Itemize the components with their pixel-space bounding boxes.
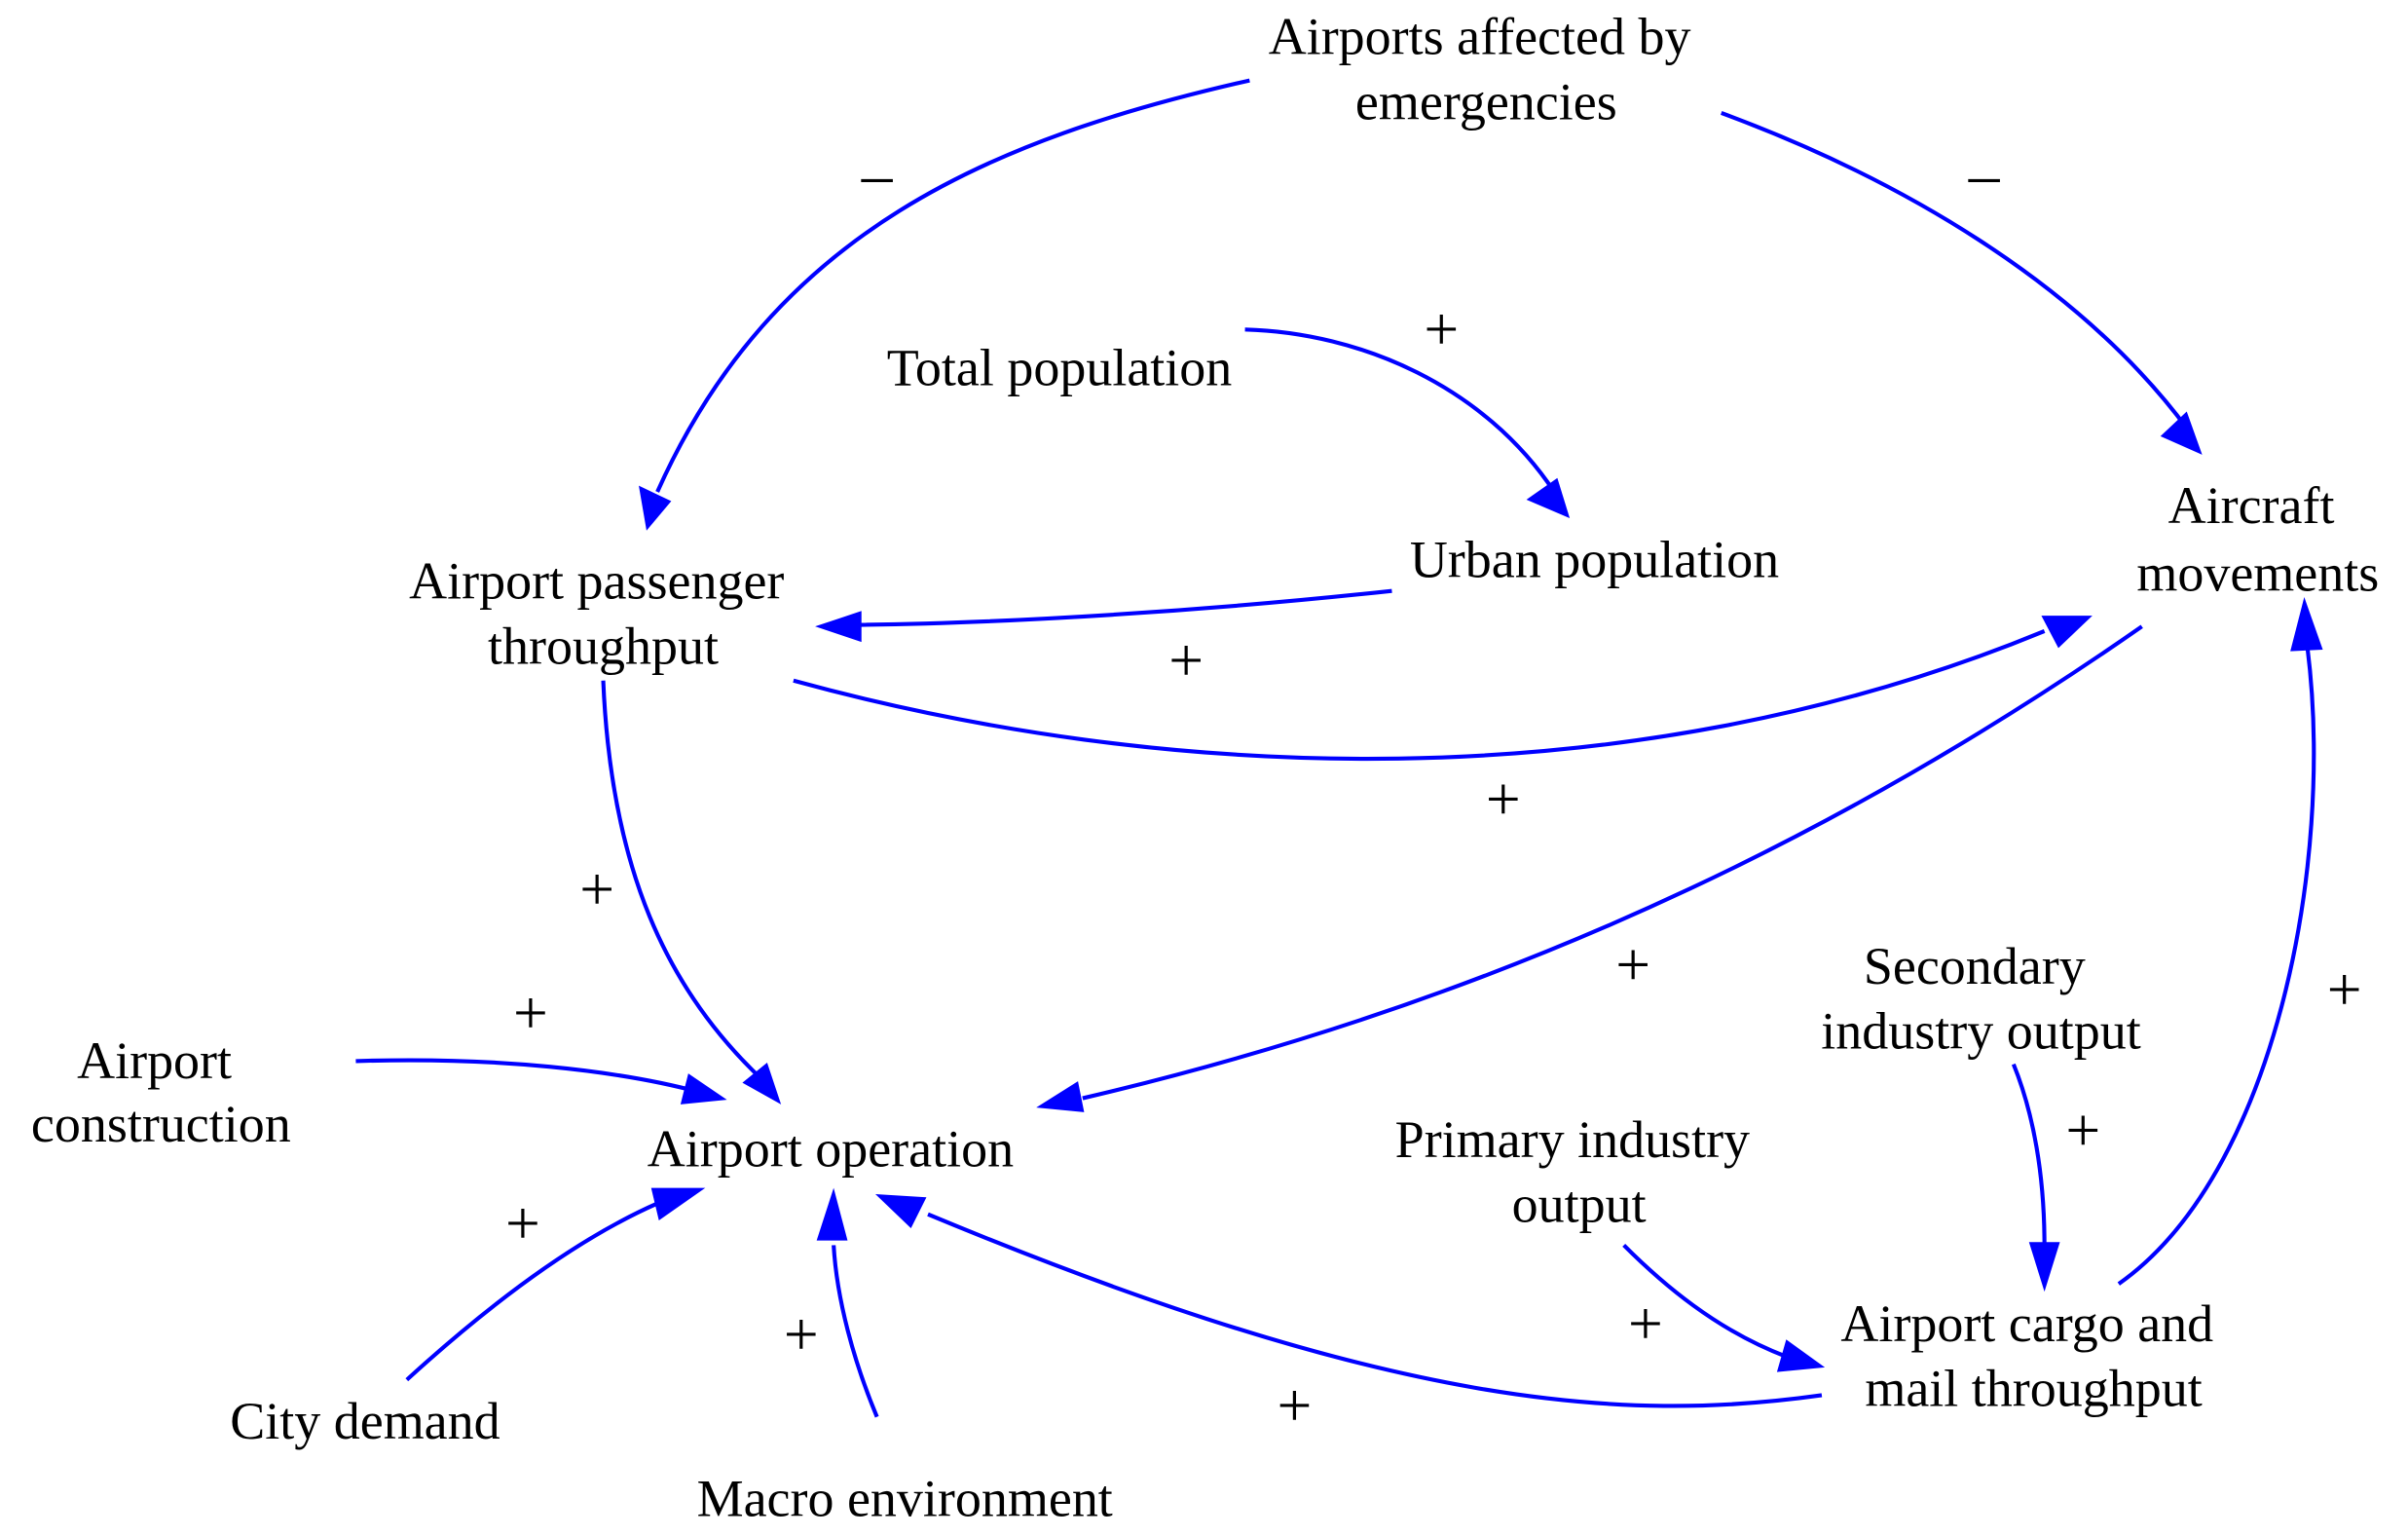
arrowhead-primary-to-cargo xyxy=(1776,1339,1826,1372)
polarity-total-to-urban: + xyxy=(1424,294,1459,363)
arrowhead-cargo-to-aircraft xyxy=(2290,597,2323,652)
node-label-line: Airport xyxy=(77,1031,232,1090)
polarity-macro-to-operation: + xyxy=(784,1299,819,1368)
arrowhead-cargo-to-operation xyxy=(875,1194,927,1228)
link-total-to-urban xyxy=(1244,327,1556,494)
node-airports-affected-by-emergencies: Airports affected by emergencies xyxy=(1269,8,1704,131)
arrowhead-macro-to-operation xyxy=(816,1187,848,1241)
polarity-passenger-to-aircraft: + xyxy=(1486,765,1521,834)
link-cargo-to-aircraft xyxy=(2117,646,2316,1286)
node-label-line: output xyxy=(1512,1176,1647,1234)
arrowhead-total-to-urban xyxy=(1526,477,1571,519)
node-label-line: mail throughput xyxy=(1865,1360,2202,1418)
node-label-line: movements xyxy=(2136,544,2379,603)
arrowhead-emergencies-to-passenger xyxy=(639,485,672,531)
arrowhead-secondary-to-cargo xyxy=(2028,1242,2060,1292)
node-aircraft-movements: Aircraft movements xyxy=(2136,476,2379,603)
node-city-demand: City demand xyxy=(230,1392,500,1450)
link-citydemand-to-operation xyxy=(405,1201,658,1382)
link-passenger-to-operation xyxy=(601,680,767,1085)
node-label-line: Primary industry xyxy=(1395,1110,1750,1169)
node-primary-industry-output: Primary industry output xyxy=(1395,1110,1763,1234)
polarity-primary-to-cargo: + xyxy=(1628,1289,1663,1358)
polarity-cargo-to-operation: + xyxy=(1277,1370,1312,1440)
node-label-line: Airports affected by xyxy=(1269,8,1691,66)
link-passenger-to-aircraft xyxy=(793,629,2046,762)
link-secondary-to-cargo xyxy=(2011,1063,2047,1246)
link-construction-to-operation xyxy=(355,1058,700,1095)
node-label-line: Airport operation xyxy=(648,1119,1014,1178)
node-label-line: Macro environment xyxy=(697,1469,1113,1527)
node-airport-passenger-throughput: Airport passenger throughput xyxy=(409,552,797,676)
polarity-aircraft-to-operation: + xyxy=(1615,930,1650,999)
node-label-line: throughput xyxy=(488,617,719,675)
node-airport-cargo-and-mail-throughput: Airport cargo and mail throughput xyxy=(1840,1294,2226,1418)
node-label-line: Total population xyxy=(887,338,1233,396)
link-macro-to-operation xyxy=(832,1245,879,1418)
node-label-line: Urban population xyxy=(1410,530,1779,588)
link-aircraft-to-operation xyxy=(1082,624,2143,1101)
node-airport-construction: Airport construction xyxy=(31,1031,291,1153)
polarity-cargo-to-aircraft: + xyxy=(2327,955,2362,1024)
node-label-line: emergencies xyxy=(1355,72,1617,131)
arrowhead-aircraft-to-operation xyxy=(1036,1081,1085,1112)
link-urban-to-passenger xyxy=(855,588,1392,627)
node-label-line: construction xyxy=(31,1095,291,1153)
polarity-secondary-to-cargo: + xyxy=(2065,1096,2100,1165)
node-label-line: Aircraft xyxy=(2168,476,2335,535)
polarity-passenger-to-operation: + xyxy=(579,854,614,923)
link-primary-to-cargo xyxy=(1622,1243,1788,1359)
node-label-line: City demand xyxy=(230,1392,500,1450)
node-label-line: Airport cargo and xyxy=(1840,1294,2213,1353)
link-emergencies-to-aircraft xyxy=(1721,110,2190,431)
node-label-line: Secondary xyxy=(1864,937,2086,995)
node-label-line: Airport passenger xyxy=(409,552,784,611)
node-label-line: industry output xyxy=(1821,1002,2140,1061)
link-cargo-to-operation xyxy=(927,1212,1823,1408)
node-macro-environment: Macro environment xyxy=(697,1469,1113,1527)
node-urban-population: Urban population xyxy=(1410,530,1779,588)
node-secondary-industry-output: Secondary industry output xyxy=(1821,937,2140,1061)
arrowhead-emergencies-to-aircraft xyxy=(2160,411,2203,455)
arrowhead-construction-to-operation xyxy=(680,1073,727,1105)
arrowhead-urban-to-passenger xyxy=(815,611,862,643)
polarity-emergencies-to-passenger: – xyxy=(861,139,894,208)
polarity-citydemand-to-operation: + xyxy=(505,1188,540,1257)
arrowhead-passenger-to-operation xyxy=(742,1063,782,1105)
node-total-population: Total population xyxy=(887,338,1233,396)
arrowhead-passenger-to-aircraft xyxy=(2041,616,2093,649)
polarity-urban-to-passenger: + xyxy=(1168,625,1204,694)
node-airport-operation: Airport operation xyxy=(648,1119,1014,1178)
arrowhead-citydemand-to-operation xyxy=(650,1187,706,1221)
polarity-construction-to-operation: + xyxy=(513,978,548,1047)
link-emergencies-to-passenger xyxy=(655,78,1250,493)
polarity-emergencies-to-aircraft: – xyxy=(1968,139,2001,208)
